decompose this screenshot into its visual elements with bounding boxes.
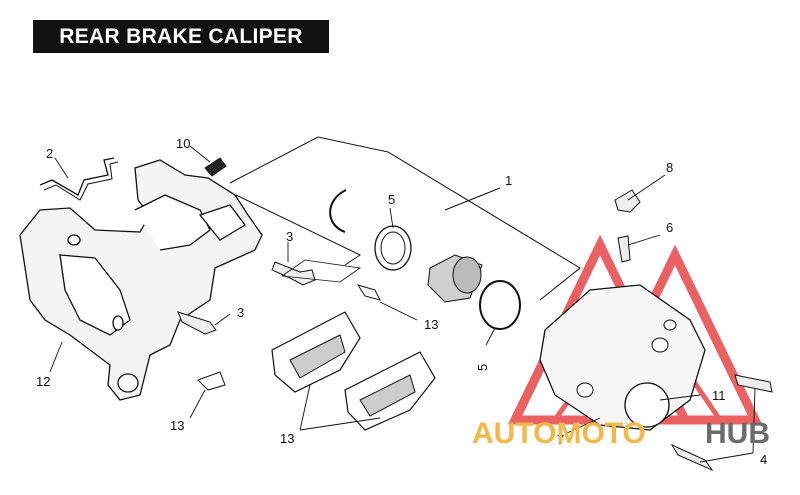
part13-pin-clip-center xyxy=(356,284,381,301)
leader-lines xyxy=(49,145,756,463)
callout-11: 11 xyxy=(712,388,726,403)
part8-bleeder-cap xyxy=(614,189,641,213)
callout-8: 8 xyxy=(666,160,673,175)
callout-5-upper: 5 xyxy=(388,192,395,207)
callout-13-center: 13 xyxy=(424,317,438,332)
callout-10: 10 xyxy=(176,136,190,151)
caliper-housing xyxy=(539,284,706,431)
part5-seal-left xyxy=(374,225,412,271)
callout-3-upper: 3 xyxy=(286,229,293,244)
callout-7: 7 xyxy=(557,432,564,447)
callout-2: 2 xyxy=(46,146,53,161)
callout-13-left: 13 xyxy=(170,418,184,433)
watermark-text-hub: HUB xyxy=(705,417,770,450)
callout-13-pads: 13 xyxy=(280,431,294,446)
part-circlip xyxy=(329,189,347,233)
callout-3-lower: 3 xyxy=(237,305,244,320)
part4-bolt-lower xyxy=(670,443,714,472)
callout-4: 4 xyxy=(760,452,767,467)
part6-bleeder-valve xyxy=(617,235,631,263)
part13-brake-pad-right xyxy=(344,351,436,431)
part13-pin-clip-lower xyxy=(197,371,226,391)
callout-12: 12 xyxy=(36,374,50,389)
part1-bracket xyxy=(229,136,581,301)
part2-retaining-spring xyxy=(39,157,115,196)
part4-bolt-upper xyxy=(734,374,773,393)
callout-5-lower: 5 xyxy=(475,364,490,371)
callout-1: 1 xyxy=(505,173,512,188)
watermark-text-automoto: AUTOMOTO xyxy=(472,417,646,450)
watermark-text: AUTOMOTO HUB xyxy=(472,417,770,450)
part3-bolt-lower xyxy=(177,311,217,335)
part13-brake-pad-left xyxy=(271,311,361,393)
part12-caliper-bracket xyxy=(19,159,263,401)
callout-labels: 1 2 3 3 4 5 5 6 7 8 10 11 12 13 13 13 xyxy=(36,136,767,467)
piston xyxy=(427,254,483,303)
callout-6: 6 xyxy=(666,220,673,235)
part5-seal-right xyxy=(479,280,521,330)
diagram-title: REAR BRAKE CALIPER xyxy=(33,20,329,53)
part10-pin-plug xyxy=(204,157,227,177)
part3-bolt-upper xyxy=(271,259,362,286)
